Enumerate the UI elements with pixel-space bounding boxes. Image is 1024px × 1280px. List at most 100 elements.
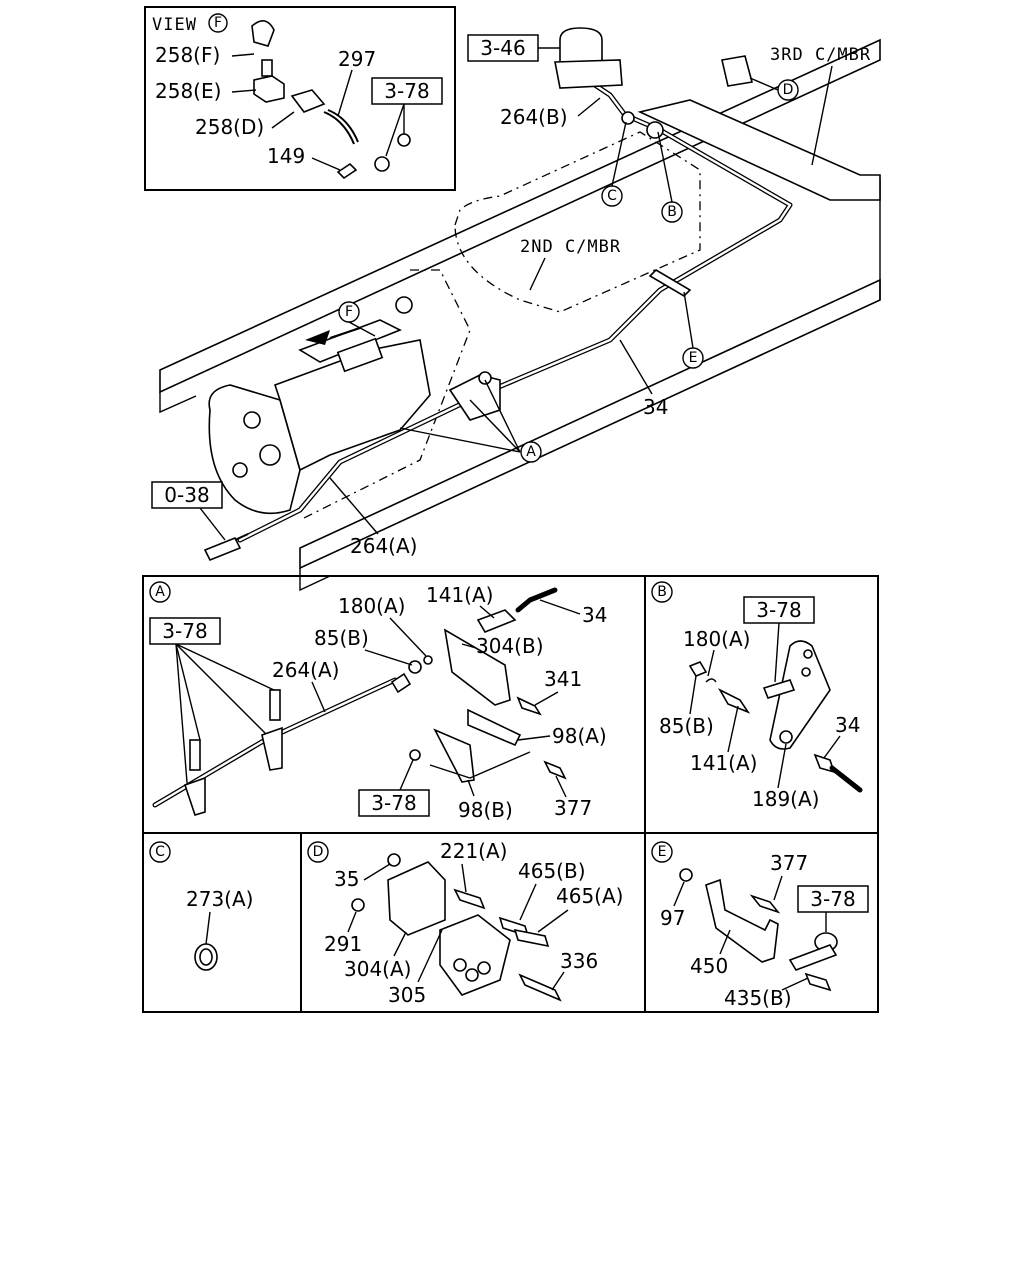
panel-a-label-341: 341 [544,667,582,691]
label-297: 297 [338,47,376,71]
label-258f: 258(F) [155,43,220,67]
bracket-304a [387,861,446,936]
panel-a: A 3-78 180(A) 141(A) 34 [149,581,607,822]
panel-a-label-304b: 304(B) [476,634,544,658]
bracket-450 [705,878,779,963]
clip-icon [374,156,390,172]
nipple-fitting [261,59,273,77]
label-264a: 264(A) [350,534,417,558]
panel-d-label-465a: 465(A) [556,884,623,908]
pipe-clip-2 [261,726,283,771]
air-dryer-icon [559,27,603,66]
panel-e-ref [651,841,673,863]
dryer-bracket-d [721,55,754,87]
view-f-frame [144,6,456,191]
bellhousing [208,384,301,515]
bracket-98a [467,708,522,747]
panel-d-label-221a: 221(A) [440,839,507,863]
panel-a-ref [149,581,171,603]
panel-a-label-377: 377 [554,796,592,820]
view-ref-letter: F [214,15,222,31]
label-34: 34 [643,395,668,419]
second-member-label: 2ND C/MBR [520,237,621,257]
bracket-98b [433,728,475,783]
svg-text:E: E [689,350,698,366]
ref-box-0-38-label: 0-38 [164,483,209,507]
panel-d-label-305: 305 [388,983,426,1007]
svg-text:C: C [155,844,165,860]
label-258e: 258(E) [155,79,221,103]
svg-text:E: E [658,844,667,860]
view-title: VIEW [152,15,197,35]
svg-text:F: F [345,304,353,320]
view-ref-circle [208,13,228,33]
panel-a-label-264a: 264(A) [272,658,339,682]
svg-text:C: C [607,188,617,204]
panel-a-label-85b: 85(B) [314,626,369,650]
panel-c-label-273a: 273(A) [186,887,253,911]
svg-text:B: B [667,204,677,220]
panel-e-ref-box-3-78[interactable] [797,885,869,913]
svg-text:D: D [313,844,324,860]
svg-text:B: B [657,584,667,600]
panel-d-label-336: 336 [560,949,598,973]
svg-text:A: A [155,584,165,600]
connector-141a [476,609,517,633]
callout-f[interactable] [338,301,360,323]
panel-a-label-98a: 98(A) [552,724,607,748]
second-cross-member-outline [454,131,701,313]
callout-e[interactable] [682,347,704,369]
panel-d-label-304a: 304(A) [344,957,411,981]
connector-141a-b [717,688,751,714]
panel-b-label-141a: 141(A) [690,751,757,775]
callout-d[interactable] [777,79,799,101]
pipe-bracket [448,374,501,421]
panel-b-label-180a: 180(A) [683,627,750,651]
panel-b-label-189a: 189(A) [752,787,819,811]
bracket-189a [769,640,831,750]
callout-a[interactable] [520,441,542,463]
transmission-body [273,339,431,472]
panel-b-ref [651,581,673,603]
panel-e-label-435b: 435(B) [724,986,792,1010]
ref-box-0-38[interactable] [151,481,223,509]
panel-e-label-450: 450 [690,954,728,978]
callout-b[interactable] [661,201,683,223]
nut-icon [397,133,411,147]
ref-box-3-78-view-label: 3-78 [384,79,429,103]
label-264b: 264(B) [500,105,568,129]
panel-a-label-180a: 180(A) [338,594,405,618]
panel-d-label-35: 35 [334,867,359,891]
hose-297 [323,111,355,145]
callout-c[interactable] [601,185,623,207]
forward-arrow-icon [305,330,330,345]
svg-text:3-78: 3-78 [810,887,855,911]
panel-e: E 377 97 3-78 450 435(B) [651,841,869,1010]
ref-box-3-46[interactable] [467,34,539,62]
svg-text:A: A [526,444,536,460]
panel-a-label-98b: 98(B) [458,798,513,822]
svg-text:3-78: 3-78 [371,791,416,815]
elbow-fitting-icon [251,20,275,47]
panel-c: C 273(A) [149,841,253,971]
bracket-304b [443,628,511,706]
panel-d-ref [307,841,329,863]
ref-box-3-46-label: 3-46 [480,36,525,60]
svg-text:3-78: 3-78 [756,598,801,622]
connector-fitting-icon [290,89,326,113]
svg-text:3-78: 3-78 [162,619,207,643]
panel-d-label-465b: 465(B) [518,859,586,883]
chassis-overview: 3-46 0-38 3RD C/MBR 2ND C/MBR 264(B) 34 … [151,27,881,592]
ref-box-3-78-view[interactable] [371,77,443,105]
tee-fitting-icon [253,75,285,103]
panel-a-label-34: 34 [582,603,607,627]
third-cross-member [637,99,881,201]
pipe-clip-1 [183,776,206,816]
panel-d-label-291: 291 [324,932,362,956]
label-258d: 258(D) [195,115,264,139]
view-f-inset: VIEW F 258(F) 258(E) 258(D) 297 149 3-78 [144,6,456,191]
panel-a-ref-box-3-78-b[interactable] [358,789,430,817]
fitting-0-38 [203,536,242,562]
label-149: 149 [267,144,305,168]
panel-a-ref-box-3-78[interactable] [149,617,221,645]
